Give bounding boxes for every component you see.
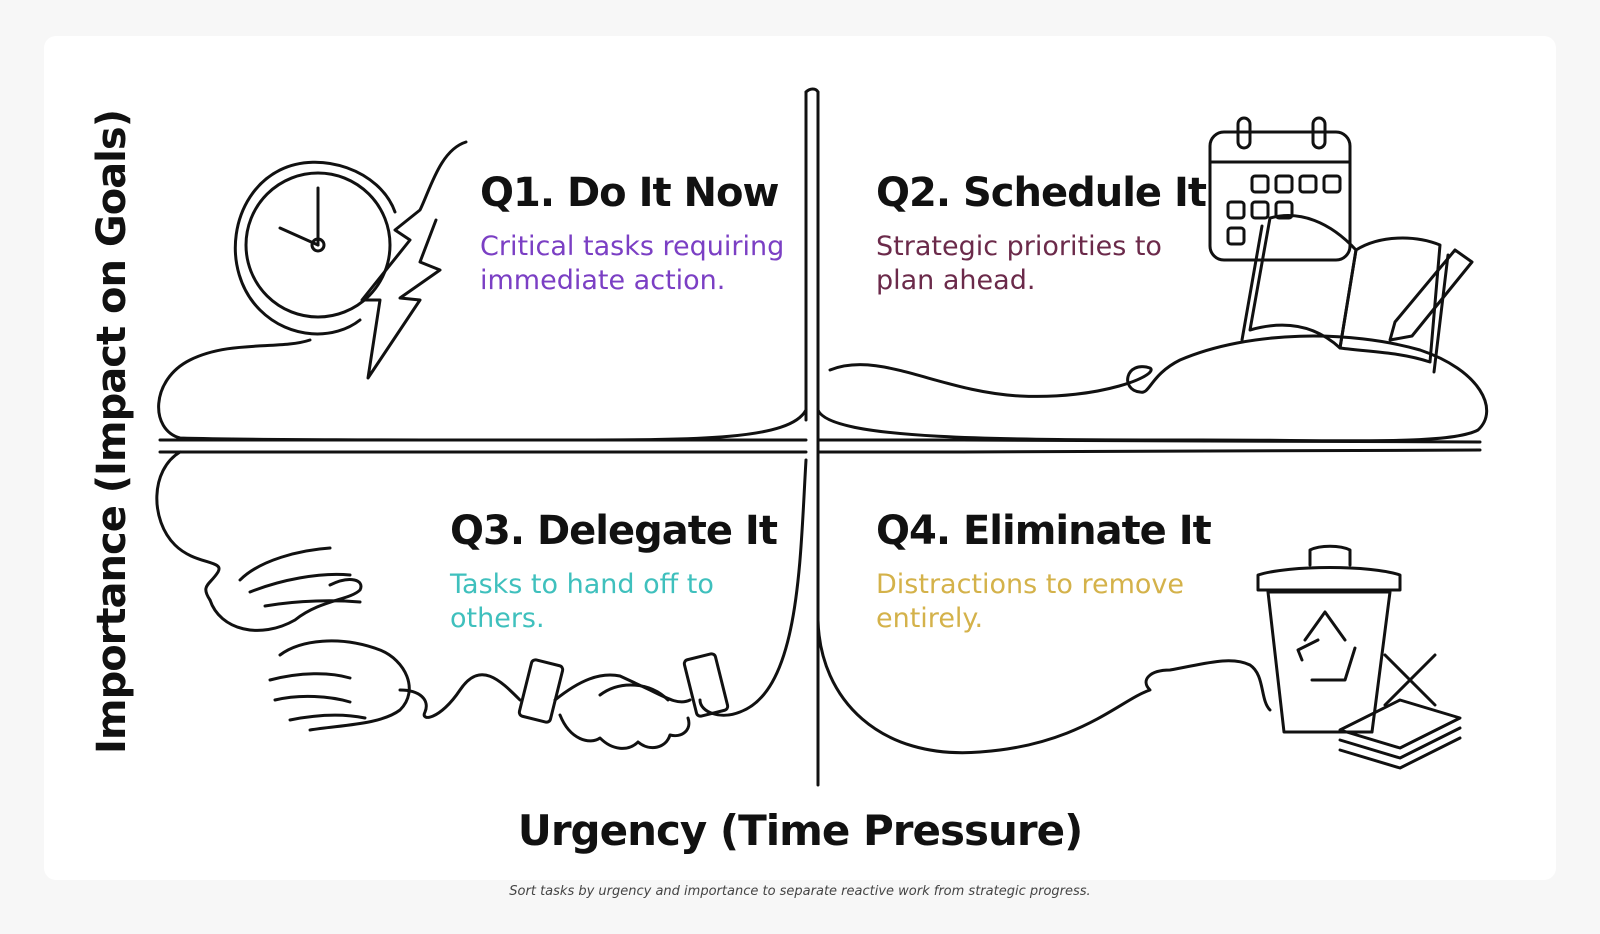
q4-title: Q4. Eliminate It [876,508,1212,554]
figure-caption: Sort tasks by urgency and importance to … [509,884,1091,899]
q1-description: Critical tasks requiring immediate actio… [480,231,785,296]
q4-description: Distractions to remove entirely. [876,569,1185,634]
recycle-bin-icon [816,544,1462,770]
q3-description: Tasks to hand off to others. [450,569,714,634]
q2-description: Strategic priorities to plan ahead. [876,231,1162,296]
calendar-notebook-icon [816,116,1489,443]
y-axis-label: Importance (Impact on Goals) [89,110,135,754]
handshake-icon [155,450,808,750]
q1-title: Q1. Do It Now [480,170,779,216]
q2-title: Q2. Schedule It [876,170,1207,216]
clock-lightning-icon [157,140,808,442]
x-axis-label: Urgency (Time Pressure) [517,806,1084,855]
q3-title: Q3. Delegate It [450,508,778,554]
